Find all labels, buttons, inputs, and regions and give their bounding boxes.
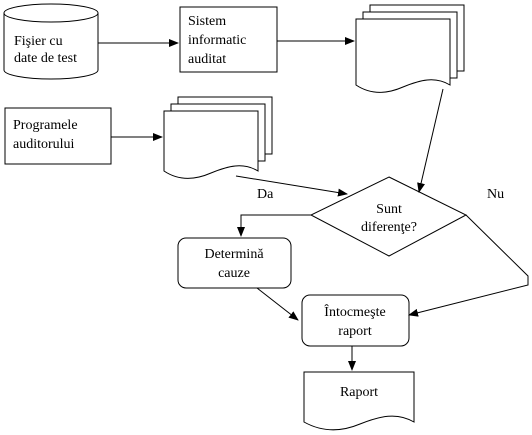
auditor-programs-line-1: Programele <box>13 118 78 133</box>
determine-causes-line-2: cauze <box>218 266 250 281</box>
test-data-file-line-2: date de test <box>14 51 77 66</box>
determine-causes-node: Determină cauze <box>177 237 292 289</box>
prepare-report-line-1: Întocmeşte <box>324 303 385 320</box>
edge-label-no: Nu <box>487 187 504 202</box>
auditor-programs-node: Programele auditorului <box>4 107 112 165</box>
arrow-output-docs-to-decision <box>417 88 444 193</box>
arrow-decision-yes <box>237 214 311 237</box>
report-label: Raport <box>340 385 378 400</box>
decision-line-2: diferenţe? <box>361 220 417 235</box>
audited-system-node: Sistem informatic auditat <box>179 6 278 73</box>
arrow-auditor-docs-to-decision <box>235 175 348 197</box>
auditor-programs-line-2: auditorului <box>13 137 75 152</box>
prepare-report-node: Întocmeşte raport <box>301 294 410 347</box>
prepare-report-line-2: raport <box>338 324 372 339</box>
arrow-causes-to-report-prep <box>256 287 299 321</box>
report-node: Raport <box>303 371 415 431</box>
arrow-decision-no <box>408 214 529 317</box>
auditor-documents-node <box>163 96 273 179</box>
test-data-file-line-1: Fişier cu <box>14 34 63 49</box>
decision-node: Sunt diferenţe? <box>309 176 468 257</box>
edge-label-yes: Da <box>257 187 274 202</box>
audited-system-line-1: Sistem <box>188 14 226 29</box>
audited-system-line-2: informatic <box>188 33 246 48</box>
output-documents-node <box>355 4 465 93</box>
audited-system-line-3: auditat <box>188 52 226 67</box>
decision-line-1: Sunt <box>376 202 402 217</box>
test-data-file-node: Fişier cu date de test <box>3 3 99 80</box>
determine-causes-line-1: Determină <box>204 247 264 262</box>
